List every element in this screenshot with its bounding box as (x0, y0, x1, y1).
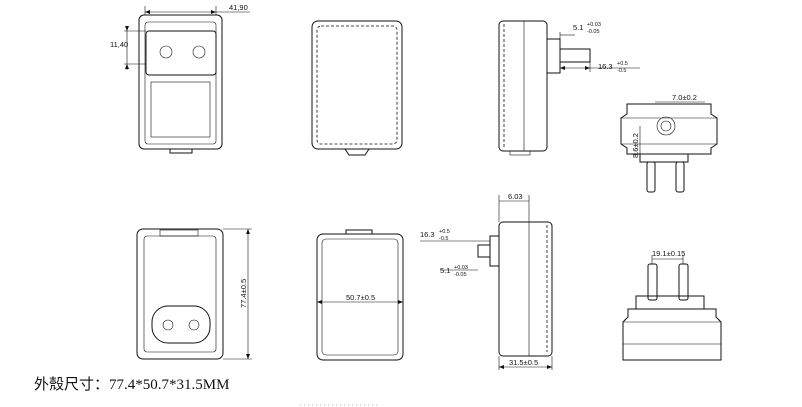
dim-pin-diameter-bottom-tol-minus: -0.05 (454, 272, 467, 278)
view-back-socket (136, 228, 252, 360)
dim-pin-spacing: 19.1±0.15 (652, 249, 685, 258)
view-front-plain (311, 20, 403, 156)
dim-pin-diameter-top-tol-minus: -0.05 (587, 29, 600, 35)
dim-width-mid: 50.7±0.5 (346, 293, 375, 302)
view-top-pins (620, 101, 718, 193)
dim-pin-diameter-bottom-tol-plus: +0.03 (454, 265, 468, 271)
dim-pin-length-bottom-tol-minus: -0.5 (439, 236, 448, 242)
dim-height-total: 77.4±0.5 (239, 279, 248, 308)
view-side-top (498, 20, 640, 156)
view-pins-up (622, 255, 722, 361)
dim-depth-total: 31.5±0.5 (509, 358, 538, 367)
dim-pin-length-top-tol-plus: +0.5 (617, 61, 628, 67)
dim-pin-offset: 11,40 (110, 40, 128, 49)
dim-pin-length-top-tol-minus: -0.5 (617, 68, 626, 74)
dim-pin-width: 7.0±0.2 (672, 93, 697, 102)
view-back-plain (316, 229, 404, 361)
dim-width-top: 41,90 (229, 3, 248, 12)
dim-pin-length-bottom-tol-plus: +0.5 (439, 229, 450, 235)
view-side-bottom (420, 195, 553, 370)
dim-pin-diameter-top: 5.1 (573, 23, 583, 32)
caption: 外殼尺寸：77.4*50.7*31.5MM (34, 377, 230, 393)
view-front-top (124, 6, 250, 154)
dim-pin-diameter-bottom: 5.1 (440, 266, 450, 275)
dim-pin-length-top: 16.3 (598, 62, 613, 71)
dim-back-depth: 6.03 (508, 192, 523, 201)
dim-pin-diameter-top-tol-plus: +0.03 (587, 22, 601, 28)
dim-pin-height: 8.6±0.2 (631, 133, 640, 158)
dim-pin-length-bottom: 16.3 (420, 230, 435, 239)
